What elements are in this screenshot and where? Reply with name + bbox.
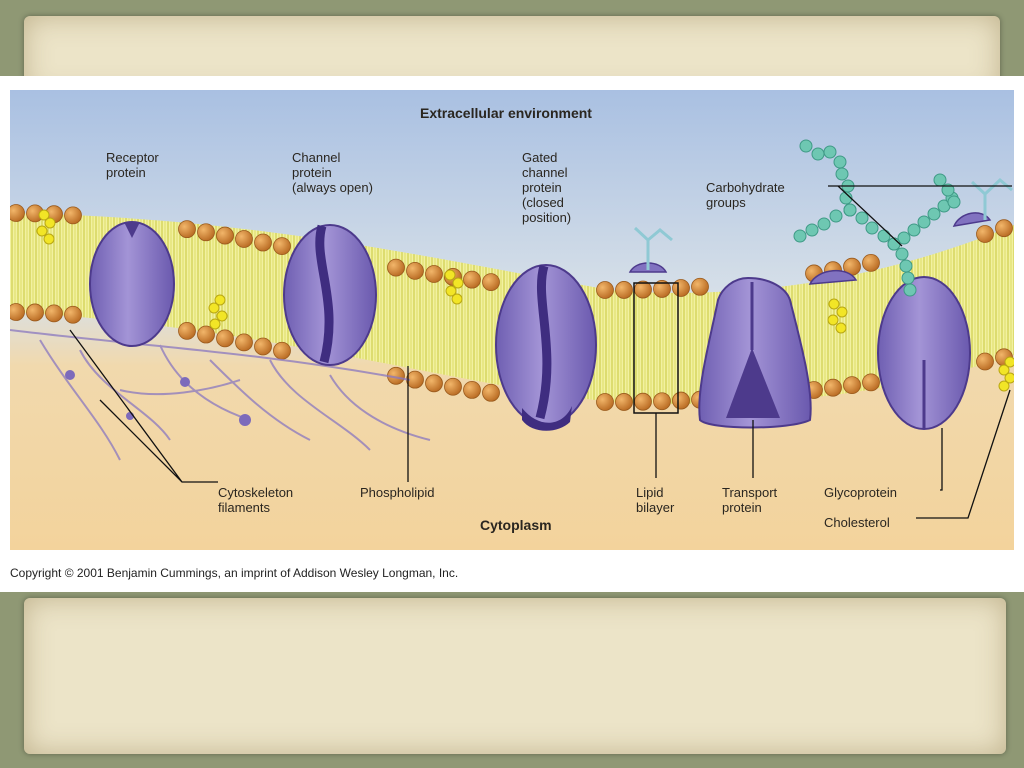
receptor-protein-label: Receptor protein [106,150,159,180]
leader-lines [69,185,1012,519]
channel-protein [283,224,377,366]
glycoprotein [877,276,971,430]
gated-channel-protein-label: Gated channel protein (closed position) [522,150,572,225]
cytoskeleton-filaments-label: Cytoskeleton filaments [218,485,294,515]
glycolipid-branch [633,178,1013,270]
paper-background-bottom [24,598,1006,754]
carbohydrate-groups-label: Carbohydrate groups [706,180,785,210]
filament-nodes [65,370,251,426]
lipid-bilayer-label: Lipid bilayer [636,485,675,515]
cytoskeleton-filaments [10,329,431,461]
channel-protein-label: Channel protein (always open) [292,150,373,195]
transport-protein-label: Transport protein [722,485,778,515]
carbohydrate-chains [793,139,961,297]
phospholipid-label: Phospholipid [360,485,435,500]
glycoprotein-label: Glycoprotein [824,485,897,500]
transport-protein [698,276,812,429]
peripheral-proteins [628,212,992,285]
gated-channel-protein [495,264,597,431]
receptor-protein [89,221,175,347]
copyright-text: Copyright © 2001 Benjamin Cummings, an i… [10,566,459,580]
cytoplasm-label: Cytoplasm [480,517,552,533]
cell-membrane-diagram [10,90,1014,550]
cholesterol-label: Cholesterol [824,515,890,530]
cholesterol-molecules [36,209,1014,392]
extracellular-label: Extracellular environment [420,105,592,121]
